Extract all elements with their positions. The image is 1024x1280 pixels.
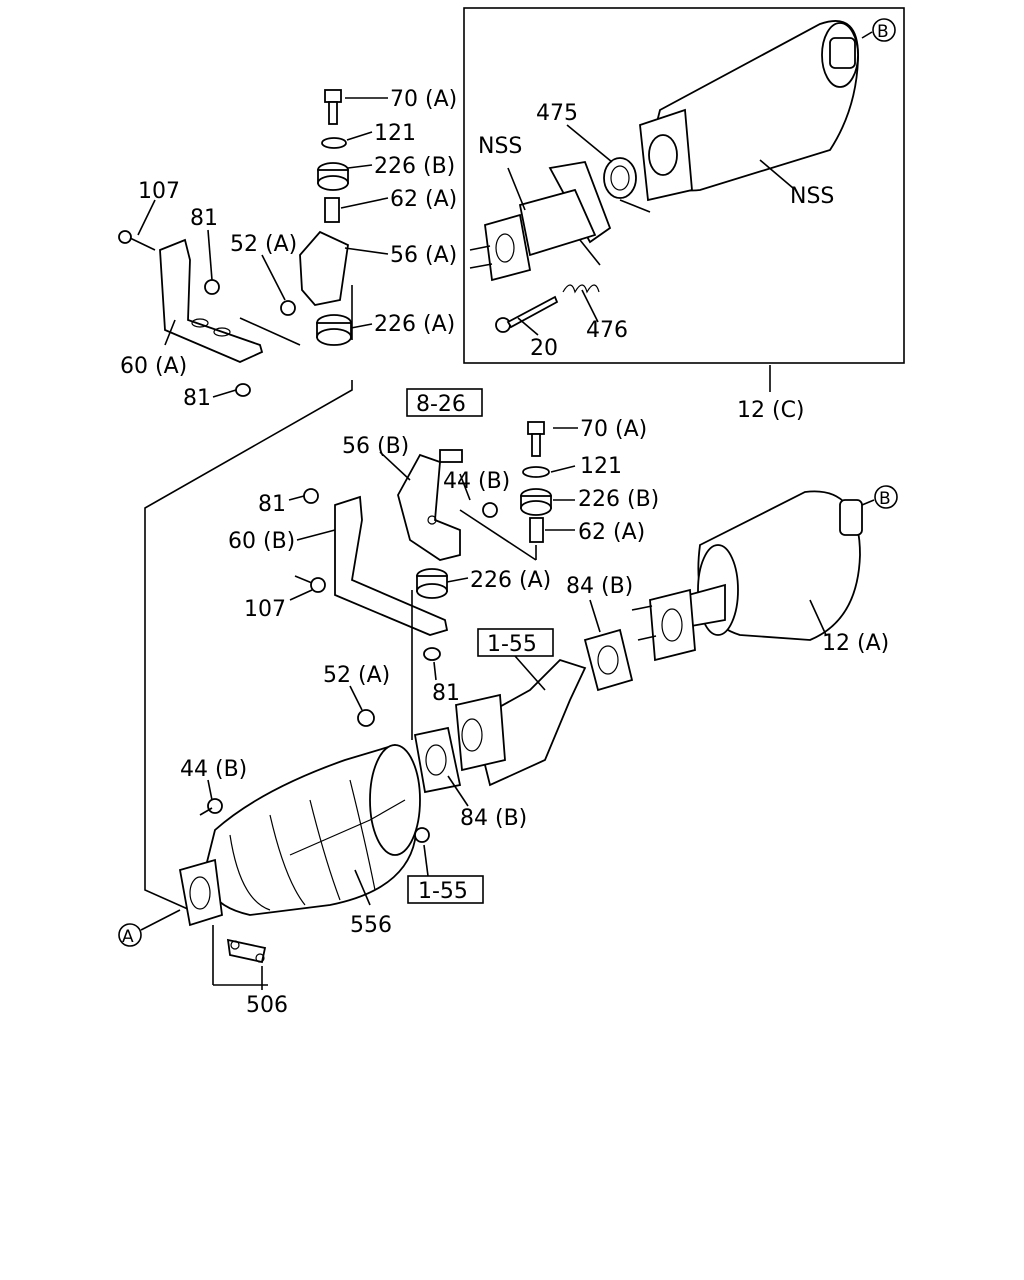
ref-box-8-26 xyxy=(406,388,483,417)
label-60a: 60 (A) xyxy=(120,354,187,379)
ref-box-1-55-bottom xyxy=(407,875,484,904)
marker-b-top-label: B xyxy=(877,22,889,42)
bracket-60b xyxy=(294,488,498,740)
label-226b-top: 226 (B) xyxy=(374,154,455,179)
label-84b-top: 84 (B) xyxy=(566,574,633,599)
label-ref-1-55-bottom: 1-55 xyxy=(418,879,468,904)
label-12c: 12 (C) xyxy=(737,398,805,423)
label-20: 20 xyxy=(530,336,558,361)
label-556: 556 xyxy=(350,913,392,938)
label-81-top: 81 xyxy=(190,206,218,231)
label-70a-top: 70 (A) xyxy=(390,87,457,112)
marker-b-top-circle xyxy=(872,18,896,42)
label-44b-b: 44 (B) xyxy=(180,757,247,782)
label-81-c: 81 xyxy=(432,681,460,706)
label-nss-left: NSS xyxy=(478,134,522,159)
marker-a-label: A xyxy=(122,927,134,947)
label-226a-b: 226 (A) xyxy=(470,568,551,593)
label-121-top: 121 xyxy=(374,121,416,146)
gasket-84b-top xyxy=(583,628,634,692)
outlet-pipe xyxy=(455,658,587,787)
top-stack-parts xyxy=(299,89,353,346)
label-226a-top: 226 (A) xyxy=(374,312,455,337)
label-62a-top: 62 (A) xyxy=(390,187,457,212)
label-107-top: 107 xyxy=(138,179,180,204)
label-506: 506 xyxy=(246,993,288,1018)
label-52a-b: 52 (A) xyxy=(323,663,390,688)
bracket-56b xyxy=(397,449,463,561)
label-56a: 56 (A) xyxy=(390,243,457,268)
label-ref-1-55-top: 1-55 xyxy=(487,632,537,657)
marker-b-mid-label: B xyxy=(879,489,891,509)
label-107-b: 107 xyxy=(244,597,286,622)
marker-b-mid-circle xyxy=(874,485,898,509)
label-121-b: 121 xyxy=(580,454,622,479)
muffler-12a xyxy=(631,490,863,662)
label-70a-b: 70 (A) xyxy=(580,417,647,442)
label-475: 475 xyxy=(536,101,578,126)
label-ref-8-26: 8-26 xyxy=(416,392,466,417)
inset-gasket-475 xyxy=(603,157,637,199)
inset-muffler xyxy=(639,20,859,202)
mid-stack-parts xyxy=(459,421,552,561)
label-60b: 60 (B) xyxy=(228,529,295,554)
label-56b: 56 (B) xyxy=(342,434,409,459)
label-226b-b: 226 (B) xyxy=(578,487,659,512)
leader-lines xyxy=(137,31,875,990)
label-81-b: 81 xyxy=(258,492,286,517)
label-84b-b: 84 (B) xyxy=(460,806,527,831)
label-476: 476 xyxy=(586,318,628,343)
gasket-84b-lower xyxy=(413,726,462,794)
label-52a-top: 52 (A) xyxy=(230,232,297,257)
label-62a-b: 62 (A) xyxy=(578,520,645,545)
label-12a: 12 (A) xyxy=(822,631,889,656)
ref-box-1-55-top xyxy=(477,628,554,657)
inset-pipe xyxy=(469,160,612,282)
dpf-556 xyxy=(178,709,430,986)
inset-spring-476 xyxy=(562,239,601,294)
label-44b-top: 44 (B) xyxy=(443,469,510,494)
label-nss-right: NSS xyxy=(790,184,834,209)
bracket-60a xyxy=(118,230,296,397)
label-81-mid: 81 xyxy=(183,386,211,411)
marker-a-circle xyxy=(118,923,142,947)
